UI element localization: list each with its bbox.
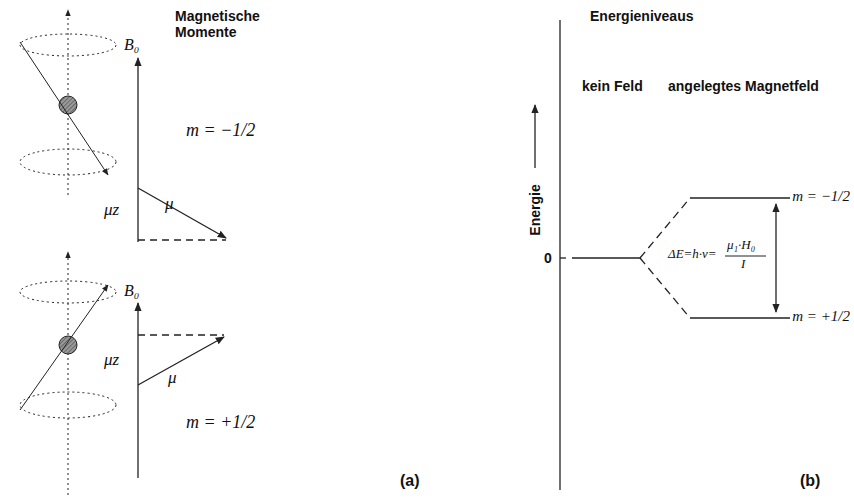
vector-bottom <box>138 303 224 478</box>
spin-bottom <box>20 252 116 495</box>
axis-title: Energie <box>527 184 543 235</box>
quantum-number: m = −1/2 <box>186 120 255 141</box>
panel-label: (b) <box>800 472 820 490</box>
panel-label: (a) <box>400 472 420 490</box>
field-symbol: B₀ <box>124 282 139 300</box>
vector-top <box>138 58 226 242</box>
formula: ΔE=h·ν= <box>668 247 717 262</box>
quantum-number: m = +1/2 <box>186 412 255 433</box>
quantum-number: m = +1/2 <box>792 308 850 325</box>
quantum-number: m = −1/2 <box>792 188 850 205</box>
section-heading: Energieniveaus <box>590 8 694 24</box>
vector-symbol: μz <box>104 200 119 220</box>
section-heading: Magnetische Momente <box>175 8 280 40</box>
column-heading: angelegtes Magnetfeld <box>668 78 819 94</box>
axis-tick: 0 <box>544 250 552 266</box>
vector-symbol: μ <box>168 368 177 388</box>
vector-symbol: μ <box>165 194 174 214</box>
spin-top <box>20 10 116 195</box>
field-symbol: B₀ <box>124 36 139 54</box>
column-heading: kein Feld <box>582 78 643 94</box>
vector-symbol: μz <box>104 350 119 370</box>
formula-denominator: I <box>741 257 745 272</box>
formula-numerator: μ₁·H₀ <box>727 238 755 253</box>
